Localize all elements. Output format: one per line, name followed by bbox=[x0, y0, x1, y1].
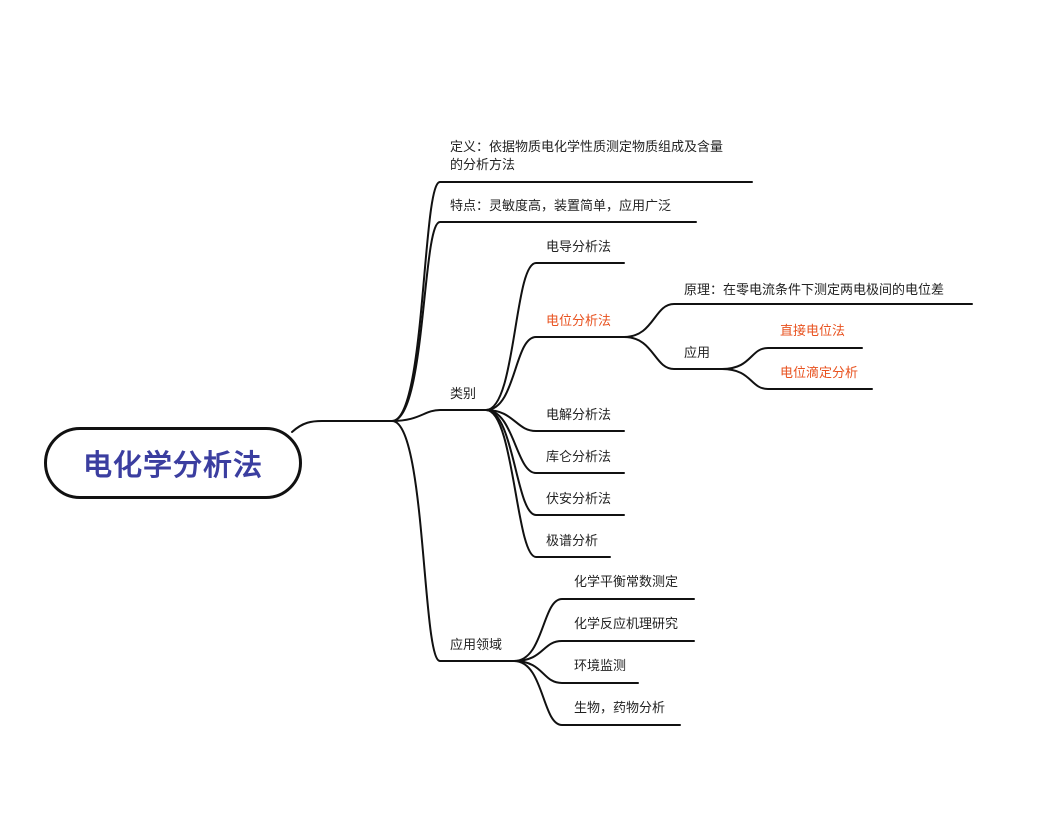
connector-direct bbox=[721, 347, 863, 370]
connector-app-1 bbox=[513, 598, 695, 662]
direct-potentiometry-node[interactable]: 直接电位法 bbox=[780, 324, 846, 339]
root-connector bbox=[291, 420, 393, 433]
root-title: 电化学分析法 bbox=[82, 448, 263, 482]
connector-app-2 bbox=[513, 640, 695, 662]
potentiometric-node[interactable]: 电位分析法 bbox=[546, 314, 612, 329]
potentiometric-titration-node[interactable]: 电位滴定分析 bbox=[780, 366, 859, 381]
connector-app-3 bbox=[513, 660, 639, 684]
root-node[interactable]: 电化学分析法 bbox=[44, 427, 302, 499]
categories-node[interactable]: 类别 bbox=[450, 387, 477, 402]
connector-categories bbox=[391, 409, 487, 422]
connector-features bbox=[391, 221, 697, 422]
conductometric-node[interactable]: 电导分析法 bbox=[546, 240, 612, 255]
voltammetric-node[interactable]: 伏安分析法 bbox=[546, 492, 612, 507]
connector-app-4 bbox=[513, 660, 681, 726]
connector-applications bbox=[391, 420, 515, 662]
application-item[interactable]: 化学平衡常数测定 bbox=[574, 575, 679, 590]
definition-node[interactable]: 定义：依据物质电化学性质测定物质组成及含量 的分析方法 bbox=[450, 139, 723, 175]
connector-principle bbox=[623, 303, 973, 338]
electrolytic-node[interactable]: 电解分析法 bbox=[546, 408, 612, 423]
definition-line1: 定义：依据物质电化学性质测定物质组成及含量 bbox=[450, 140, 724, 155]
connector-titration bbox=[721, 368, 873, 390]
polarographic-node[interactable]: 极谱分析 bbox=[546, 534, 599, 549]
principle-node[interactable]: 原理：在零电流条件下测定两电极间的电位差 bbox=[684, 283, 945, 298]
application-item[interactable]: 环境监测 bbox=[574, 659, 627, 674]
connector-potentiometric bbox=[485, 336, 625, 411]
definition-line2: 的分析方法 bbox=[450, 158, 516, 173]
connector-electrolytic bbox=[485, 409, 625, 432]
connector-conductometric bbox=[485, 262, 625, 411]
connector-pot-application bbox=[623, 336, 723, 370]
application-item[interactable]: 化学反应机理研究 bbox=[574, 617, 679, 632]
application-item[interactable]: 生物，药物分析 bbox=[574, 701, 666, 716]
applications-node[interactable]: 应用领域 bbox=[450, 638, 503, 653]
features-node[interactable]: 特点：灵敏度高，装置简单，应用广泛 bbox=[450, 199, 672, 214]
pot-application-node[interactable]: 应用 bbox=[684, 346, 711, 361]
connector-polarographic bbox=[485, 409, 611, 558]
coulometric-node[interactable]: 库仑分析法 bbox=[546, 450, 612, 465]
connector-definition bbox=[391, 181, 753, 422]
connector-coulometric bbox=[485, 409, 625, 474]
